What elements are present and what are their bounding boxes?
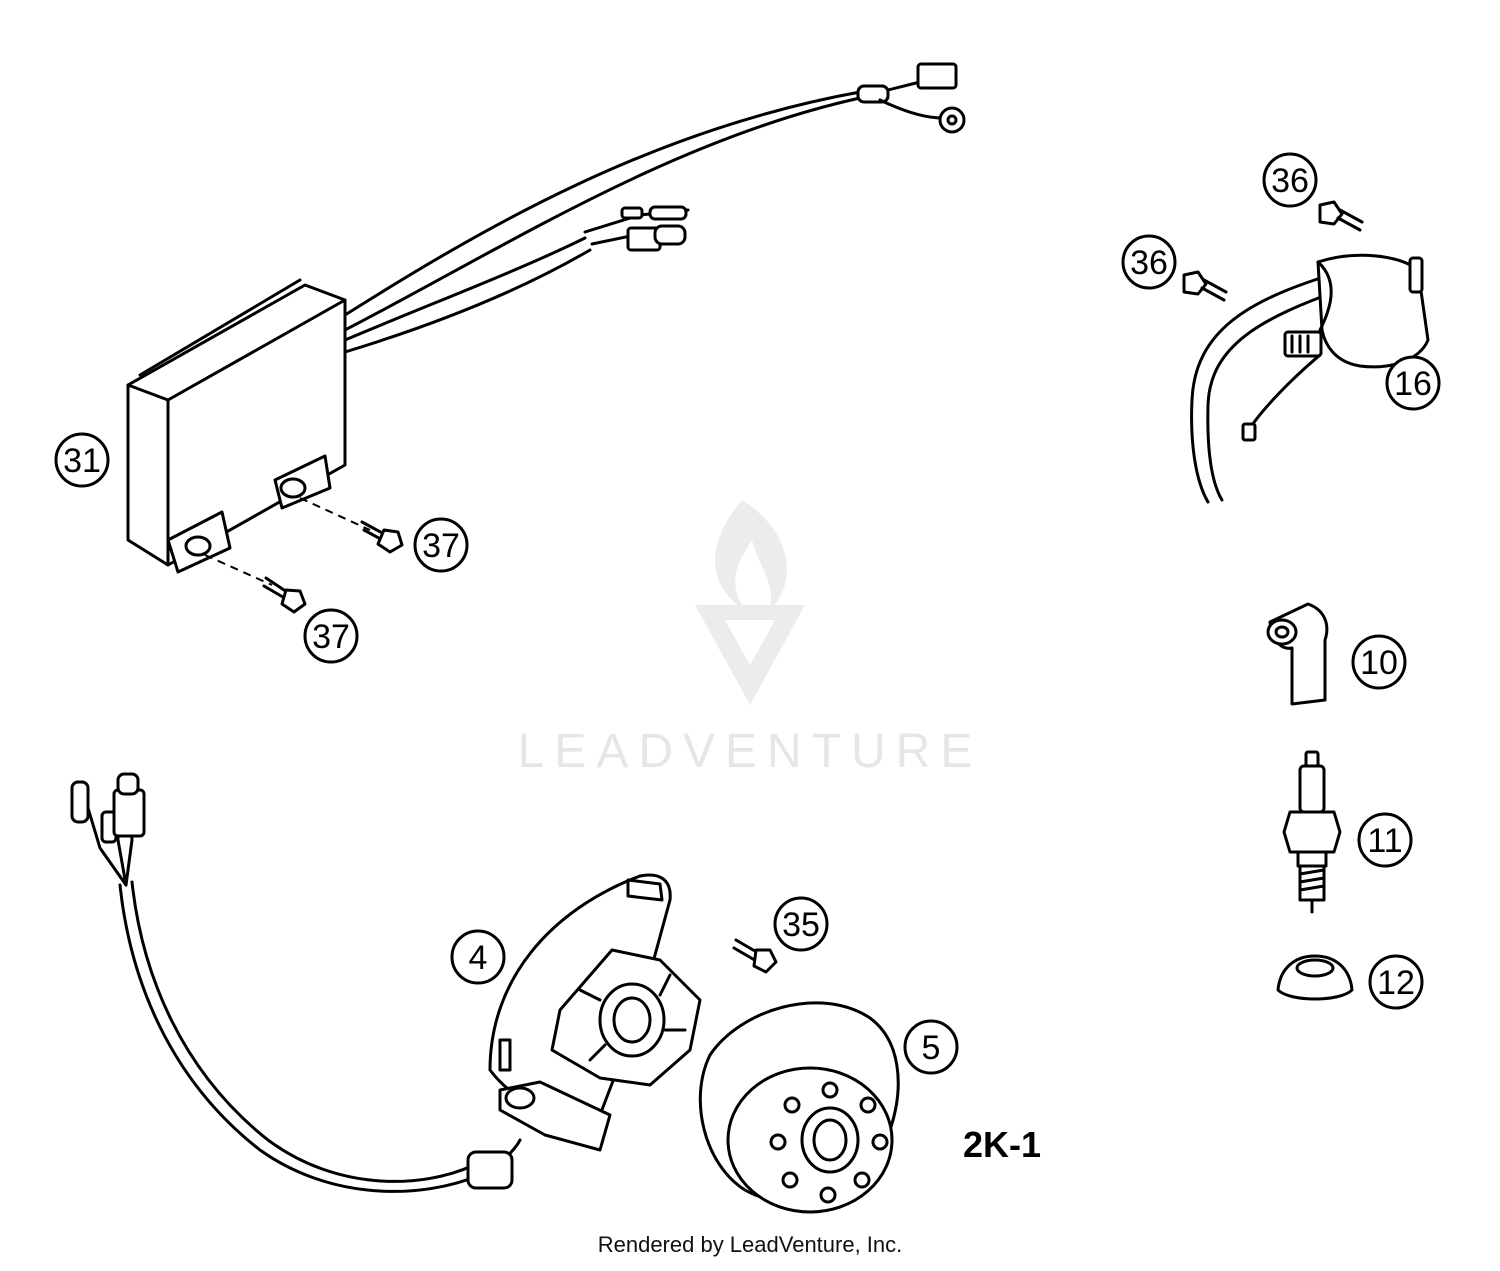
svg-text:4: 4 bbox=[469, 939, 488, 977]
bolt-37-lower-drawing bbox=[262, 576, 307, 614]
callout-35: 35 bbox=[773, 896, 829, 952]
svg-text:5: 5 bbox=[922, 1029, 941, 1067]
cdi-unit-drawing bbox=[126, 62, 966, 586]
callout-5: 5 bbox=[903, 1019, 959, 1075]
callout-31: 31 bbox=[54, 432, 110, 488]
svg-text:36: 36 bbox=[1271, 162, 1309, 200]
callout-37-lower: 37 bbox=[303, 608, 359, 664]
svg-text:37: 37 bbox=[312, 618, 350, 656]
svg-text:12: 12 bbox=[1377, 964, 1415, 1002]
svg-text:36: 36 bbox=[1130, 244, 1168, 282]
bolt-35-drawing bbox=[732, 938, 778, 974]
svg-text:35: 35 bbox=[782, 906, 820, 944]
bolt-36-lower-drawing bbox=[1182, 270, 1228, 302]
sealing-washer-drawing bbox=[1276, 954, 1354, 1001]
bolt-37-upper-drawing bbox=[360, 520, 404, 554]
callout-16: 16 bbox=[1385, 355, 1441, 411]
callout-12: 12 bbox=[1368, 954, 1424, 1010]
footer-credit: Rendered by LeadVenture, Inc. bbox=[597, 1232, 903, 1257]
svg-text:31: 31 bbox=[63, 442, 101, 480]
callout-10: 10 bbox=[1351, 634, 1407, 690]
ignition-coil-drawing bbox=[1190, 253, 1430, 504]
flywheel-drawing bbox=[698, 1001, 900, 1214]
diagram-code: 2K-1 bbox=[963, 1124, 1042, 1165]
svg-text:10: 10 bbox=[1360, 644, 1398, 682]
watermark-text: LEADVENTURE bbox=[517, 725, 983, 778]
callout-37-upper: 37 bbox=[413, 517, 469, 573]
callout-36-lower: 36 bbox=[1121, 234, 1177, 290]
callout-11: 11 bbox=[1357, 812, 1413, 868]
callout-4: 4 bbox=[450, 929, 506, 985]
spark-plug-drawing bbox=[1282, 750, 1342, 914]
bolt-36-upper-drawing bbox=[1318, 200, 1364, 232]
callout-36-upper: 36 bbox=[1262, 152, 1318, 208]
svg-text:11: 11 bbox=[1367, 822, 1402, 860]
spark-plug-cap-drawing bbox=[1266, 602, 1329, 706]
svg-text:16: 16 bbox=[1394, 365, 1432, 403]
svg-text:37: 37 bbox=[422, 527, 460, 565]
stator-drawing bbox=[70, 772, 702, 1193]
watermark-logo bbox=[695, 500, 805, 705]
